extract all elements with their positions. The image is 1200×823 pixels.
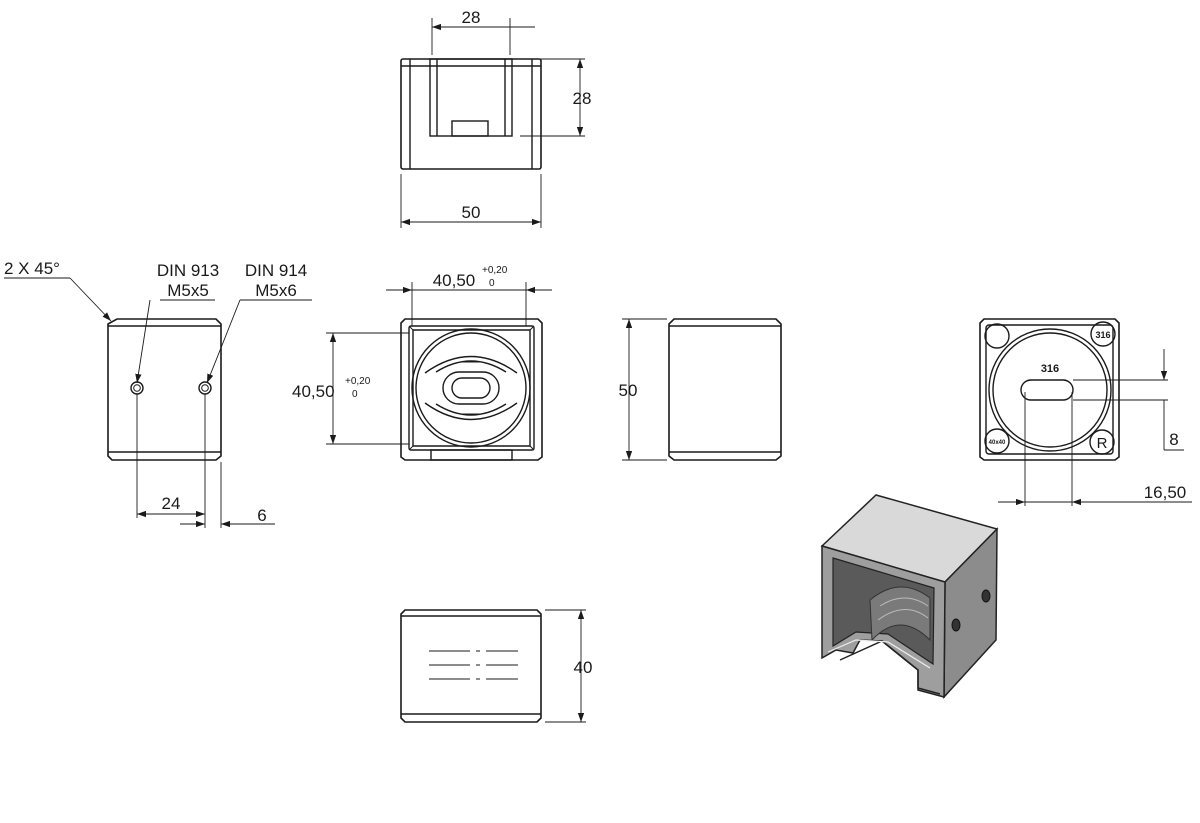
dim-front-height: 40,50 +0,20 0 <box>292 332 409 445</box>
dim-side-height: 50 <box>619 318 667 461</box>
dim-top-height-label: 28 <box>573 89 592 108</box>
center-slot <box>442 371 500 405</box>
callout-chamfer: 2 X 45° <box>4 259 112 322</box>
dim-slot-width: 16,50 <box>998 392 1192 506</box>
tolerance-width-upper: +0,20 <box>482 265 508 276</box>
front-view <box>400 318 543 461</box>
logo-letter: R <box>1097 435 1108 452</box>
dim-side-height-label: 50 <box>619 381 638 400</box>
registered-logo-icon <box>1089 429 1115 455</box>
size-badge <box>984 428 1010 454</box>
iso-hole-1 <box>981 589 991 603</box>
dim-top-width: 50 <box>400 174 542 228</box>
dim-hole-spacing: 24 <box>136 394 206 528</box>
dim-top-width-label: 50 <box>462 203 481 222</box>
left-side-view <box>107 318 222 461</box>
back-view: 316 40x40 R 316 <box>979 318 1120 461</box>
tolerance-height-lower: 0 <box>352 389 358 400</box>
dim-bottom-height: 40 <box>545 609 593 723</box>
round-socket <box>411 328 531 448</box>
dim-front-height-label: 40,50 <box>292 382 335 401</box>
dim-front-width-label: 40,50 <box>433 271 476 290</box>
dim-top-inner-width: 28 <box>431 8 535 55</box>
tolerance-height-upper: +0,20 <box>345 376 371 387</box>
plain-circle-icon <box>984 323 1010 349</box>
dim-hole-offset: 6 <box>180 462 275 528</box>
callout-hole-2: DIN 914 M5x6 <box>206 261 312 384</box>
rear-slot <box>1020 379 1074 401</box>
bottom-view <box>400 609 542 723</box>
dim-top-inner-width-label: 28 <box>462 8 481 27</box>
rear-circle <box>988 328 1112 452</box>
dim-slot-height-label: 8 <box>1169 430 1178 449</box>
material-mark-badge: 316 <box>1095 330 1110 340</box>
dim-hole-spacing-label: 24 <box>162 494 181 513</box>
right-side-view <box>668 318 782 461</box>
dim-top-height: 28 <box>520 58 592 137</box>
dim-front-width: 40,50 +0,20 0 <box>386 265 552 326</box>
hidden-lines <box>429 650 518 680</box>
hole1-standard: DIN 913 <box>157 261 219 280</box>
callout-hole-1: DIN 913 M5x5 <box>135 261 219 384</box>
size-tag: 40x40 <box>989 440 1006 446</box>
dim-slot-width-label: 16,50 <box>1144 483 1187 502</box>
dim-bottom-height-label: 40 <box>574 658 593 677</box>
hole2-standard: DIN 914 <box>245 261 307 280</box>
hole1-size: M5x5 <box>167 281 209 300</box>
top-view <box>400 58 542 170</box>
material-badge <box>1090 321 1116 347</box>
hole2-size: M5x6 <box>255 281 297 300</box>
iso-hole-2 <box>951 618 961 632</box>
dim-slot-height: 8 <box>1073 349 1184 451</box>
isometric-view <box>820 494 999 699</box>
tolerance-width-lower: 0 <box>489 278 495 289</box>
material-mark-center: 316 <box>1041 363 1059 375</box>
chamfer-label: 2 X 45° <box>4 259 60 278</box>
dim-hole-offset-label: 6 <box>257 506 266 525</box>
